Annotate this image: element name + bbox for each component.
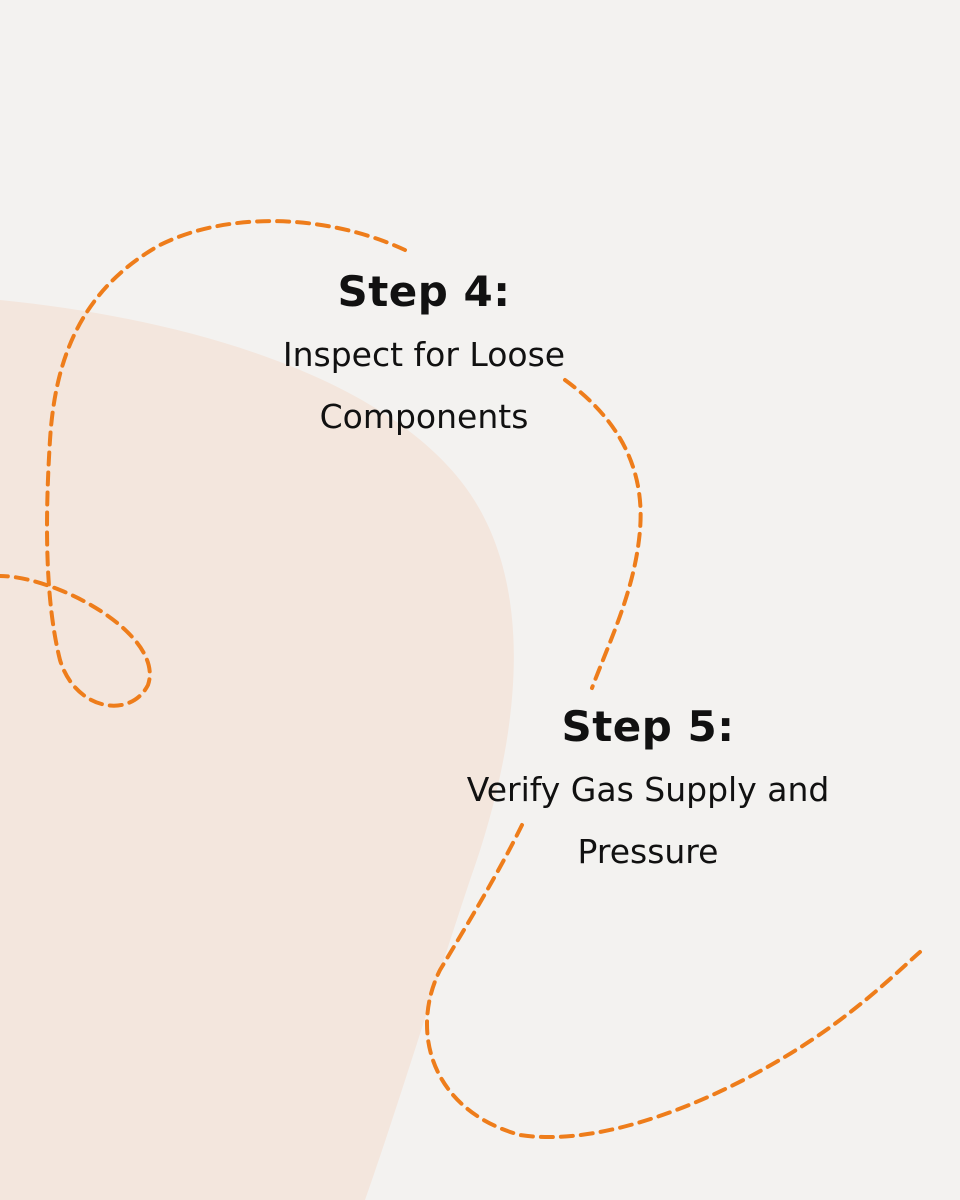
dashed-path-middle [563, 378, 643, 690]
step-4-description-line2: Components [319, 397, 529, 436]
step-5-description-line2: Pressure [577, 832, 719, 871]
step-5-description-line1: Verify Gas Supply and [466, 770, 830, 809]
step-5-title: Step 5: [561, 702, 735, 751]
step-5-description: Verify Gas Supply and Pressure [418, 759, 878, 883]
dashed-path-bottom [425, 823, 922, 1140]
step-4-block: Step 4: Inspect for Loose Components [224, 266, 624, 448]
beige-blob-shape [0, 300, 514, 1200]
dashed-path-top [0, 219, 407, 708]
step-5-block: Step 5: Verify Gas Supply and Pressure [418, 701, 878, 883]
step-4-description-line1: Inspect for Loose [282, 335, 566, 374]
step-4-title: Step 4: [337, 267, 511, 316]
step-4-description: Inspect for Loose Components [224, 324, 624, 448]
